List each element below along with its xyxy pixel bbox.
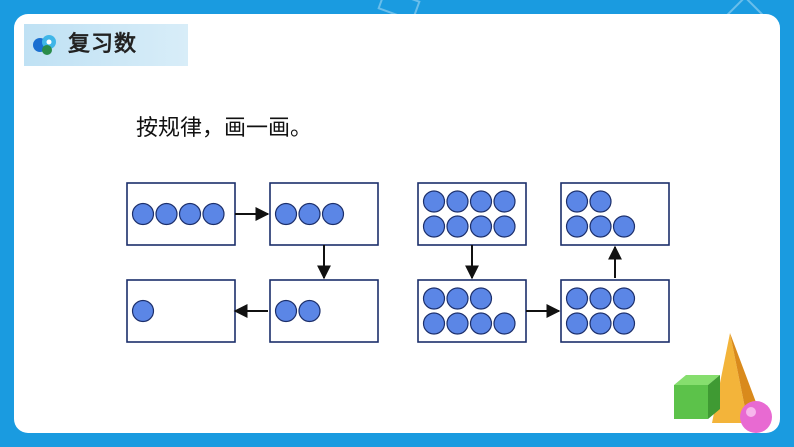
dot [422,215,446,238]
dot [565,287,589,310]
dot [565,215,589,238]
dot [565,190,589,213]
dot [131,202,155,226]
dot [446,287,469,310]
dot [612,312,636,335]
logo-icon [33,35,56,55]
dot [274,202,298,226]
dot [493,190,516,213]
dot [446,312,469,335]
dot [422,312,446,335]
dot [493,312,516,335]
dot [274,299,298,323]
section-header: 复习数 [24,24,188,66]
dot [321,202,345,226]
dot [469,215,493,238]
dot [178,202,202,226]
dot [298,299,321,323]
slide: 复习数 按规律，画一画。 [14,14,780,433]
geometric-shapes-decoration [674,333,772,433]
dot [155,202,178,226]
dot [298,202,321,226]
pattern-diagram [126,182,670,343]
dot [565,312,589,335]
dot [446,190,469,213]
dot [589,215,612,238]
dot [469,190,493,213]
dot [589,312,612,335]
dot [131,299,155,323]
dot [446,215,469,238]
dot [589,287,612,310]
dot [612,287,636,310]
dot [493,215,516,238]
dot [469,312,493,335]
dot [612,215,636,238]
dot [422,287,446,310]
section-title: 复习数 [68,32,138,57]
instruction-text: 按规律，画一画。 [136,116,313,141]
dot [422,190,446,213]
dot [202,202,225,226]
dot [469,287,493,310]
dot [589,190,612,213]
